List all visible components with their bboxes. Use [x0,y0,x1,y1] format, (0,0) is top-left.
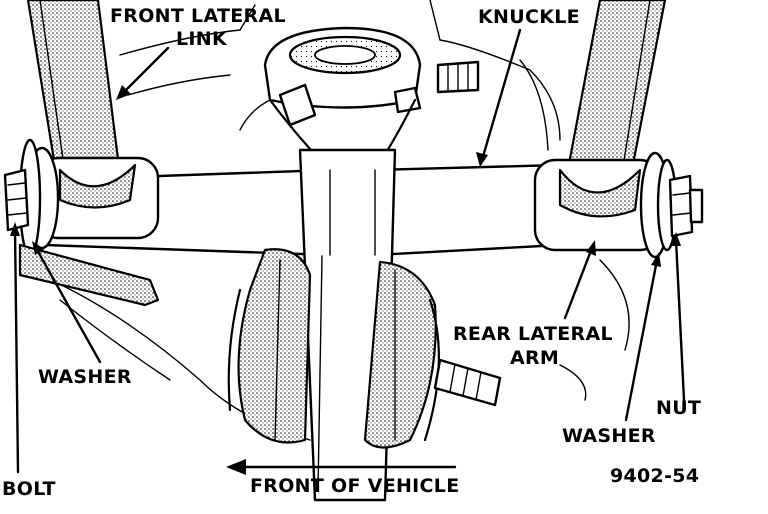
leader-nut [674,238,686,402]
knuckle-hub [263,26,480,172]
leader-lines [10,28,686,475]
label-rear-lateral-arm-1: REAR LATERAL [453,323,613,345]
label-front-of-vehicle: FRONT OF VEHICLE [250,475,460,497]
label-bolt: BOLT [2,478,56,500]
left-bushing [18,138,160,258]
leader-bolt [13,228,20,474]
rear-lateral-arm-bushing [227,248,502,449]
label-rear-lateral-arm-2: ARM [510,347,560,369]
leader-front-lateral-link [120,46,170,96]
figure-number: 9402-54 [610,465,700,487]
label-front-lateral-link-1: FRONT LATERAL [110,5,286,27]
right-nut [668,174,704,238]
left-bolt-head [3,168,30,232]
label-knuckle: KNUCKLE [478,6,580,28]
label-washer-right: WASHER [562,425,656,447]
leader-washer-right [624,258,659,422]
leader-rear-lateral-arm [563,246,594,320]
lower-arm-left [18,243,160,307]
leader-knuckle [480,28,522,162]
leader-washer-left [34,246,102,364]
label-washer-left: WASHER [38,366,132,388]
right-bushing [533,151,678,259]
label-nut: NUT [656,397,702,419]
label-front-lateral-link-2: LINK [176,28,228,50]
